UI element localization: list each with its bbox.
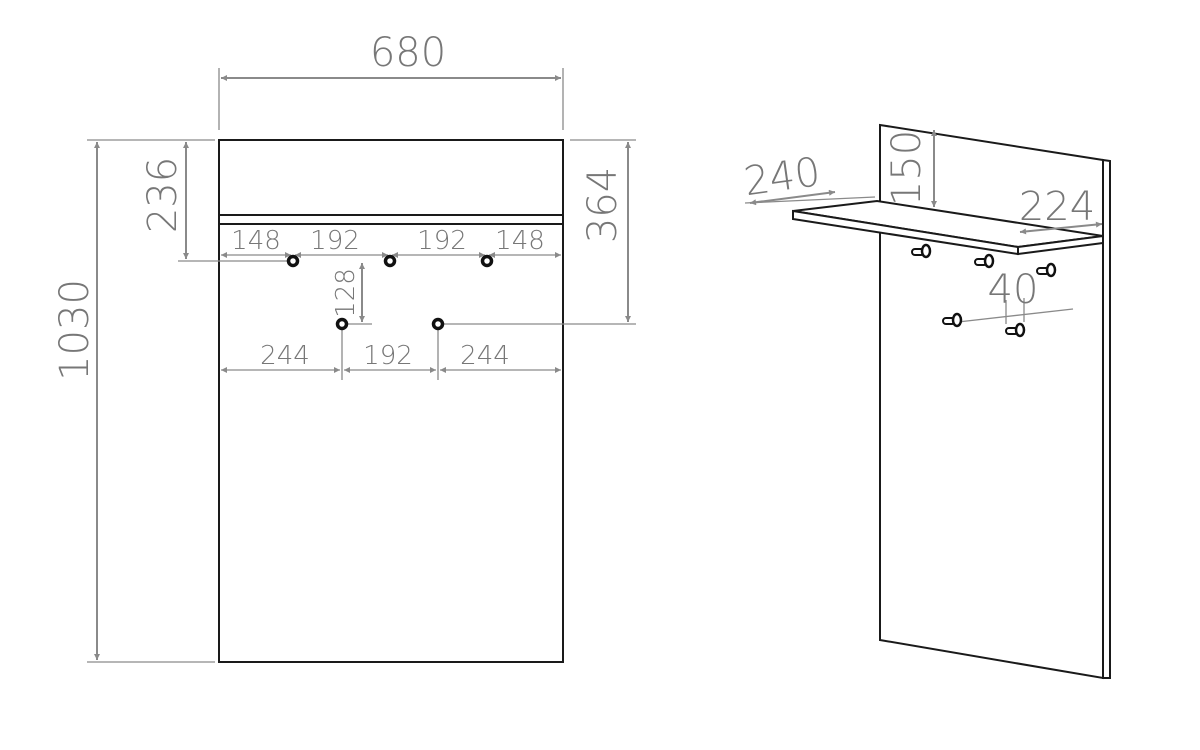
label-244-left: 244 bbox=[260, 341, 310, 371]
label-150: 150 bbox=[884, 130, 930, 206]
label-364: 364 bbox=[580, 167, 626, 243]
panel-outline bbox=[218, 139, 564, 663]
label-224: 224 bbox=[1019, 184, 1095, 230]
label-128: 128 bbox=[331, 268, 361, 318]
label-148-right: 148 bbox=[495, 226, 545, 256]
hook-icon bbox=[1005, 322, 1026, 338]
hook-icon bbox=[383, 254, 397, 268]
iso-shelf-side bbox=[1017, 234, 1104, 256]
label-192-right: 192 bbox=[417, 226, 467, 256]
dimension-224 bbox=[1019, 221, 1103, 235]
hook-icon bbox=[286, 254, 300, 268]
label-height: 1030 bbox=[52, 279, 98, 381]
label-width: 680 bbox=[370, 30, 446, 76]
label-240: 240 bbox=[741, 149, 823, 205]
iso-view: 240 150 224 40 bbox=[741, 123, 1111, 680]
hook-icon bbox=[335, 317, 349, 331]
hook-icon bbox=[480, 254, 494, 268]
hook-icon bbox=[974, 253, 995, 269]
iso-hooks bbox=[911, 243, 1057, 338]
front-view: 680 1030 236 364 148 192 192 148 128 bbox=[52, 30, 636, 663]
top-row-dimensions: 148 192 192 148 bbox=[221, 226, 561, 258]
bottom-row-dimensions: 244 192 244 bbox=[221, 330, 561, 380]
hook-icon bbox=[431, 317, 445, 331]
label-192-bottom: 192 bbox=[363, 341, 413, 371]
label-192-left: 192 bbox=[310, 226, 360, 256]
dimension-240 bbox=[749, 189, 836, 206]
hook-icon bbox=[942, 312, 963, 328]
iso-panel-edge bbox=[1102, 158, 1111, 679]
label-40: 40 bbox=[988, 267, 1039, 313]
hook-icon bbox=[1036, 262, 1057, 278]
label-148-left: 148 bbox=[231, 226, 281, 256]
label-244-right: 244 bbox=[460, 341, 510, 371]
hook-icon bbox=[911, 243, 932, 259]
label-236: 236 bbox=[140, 157, 186, 233]
